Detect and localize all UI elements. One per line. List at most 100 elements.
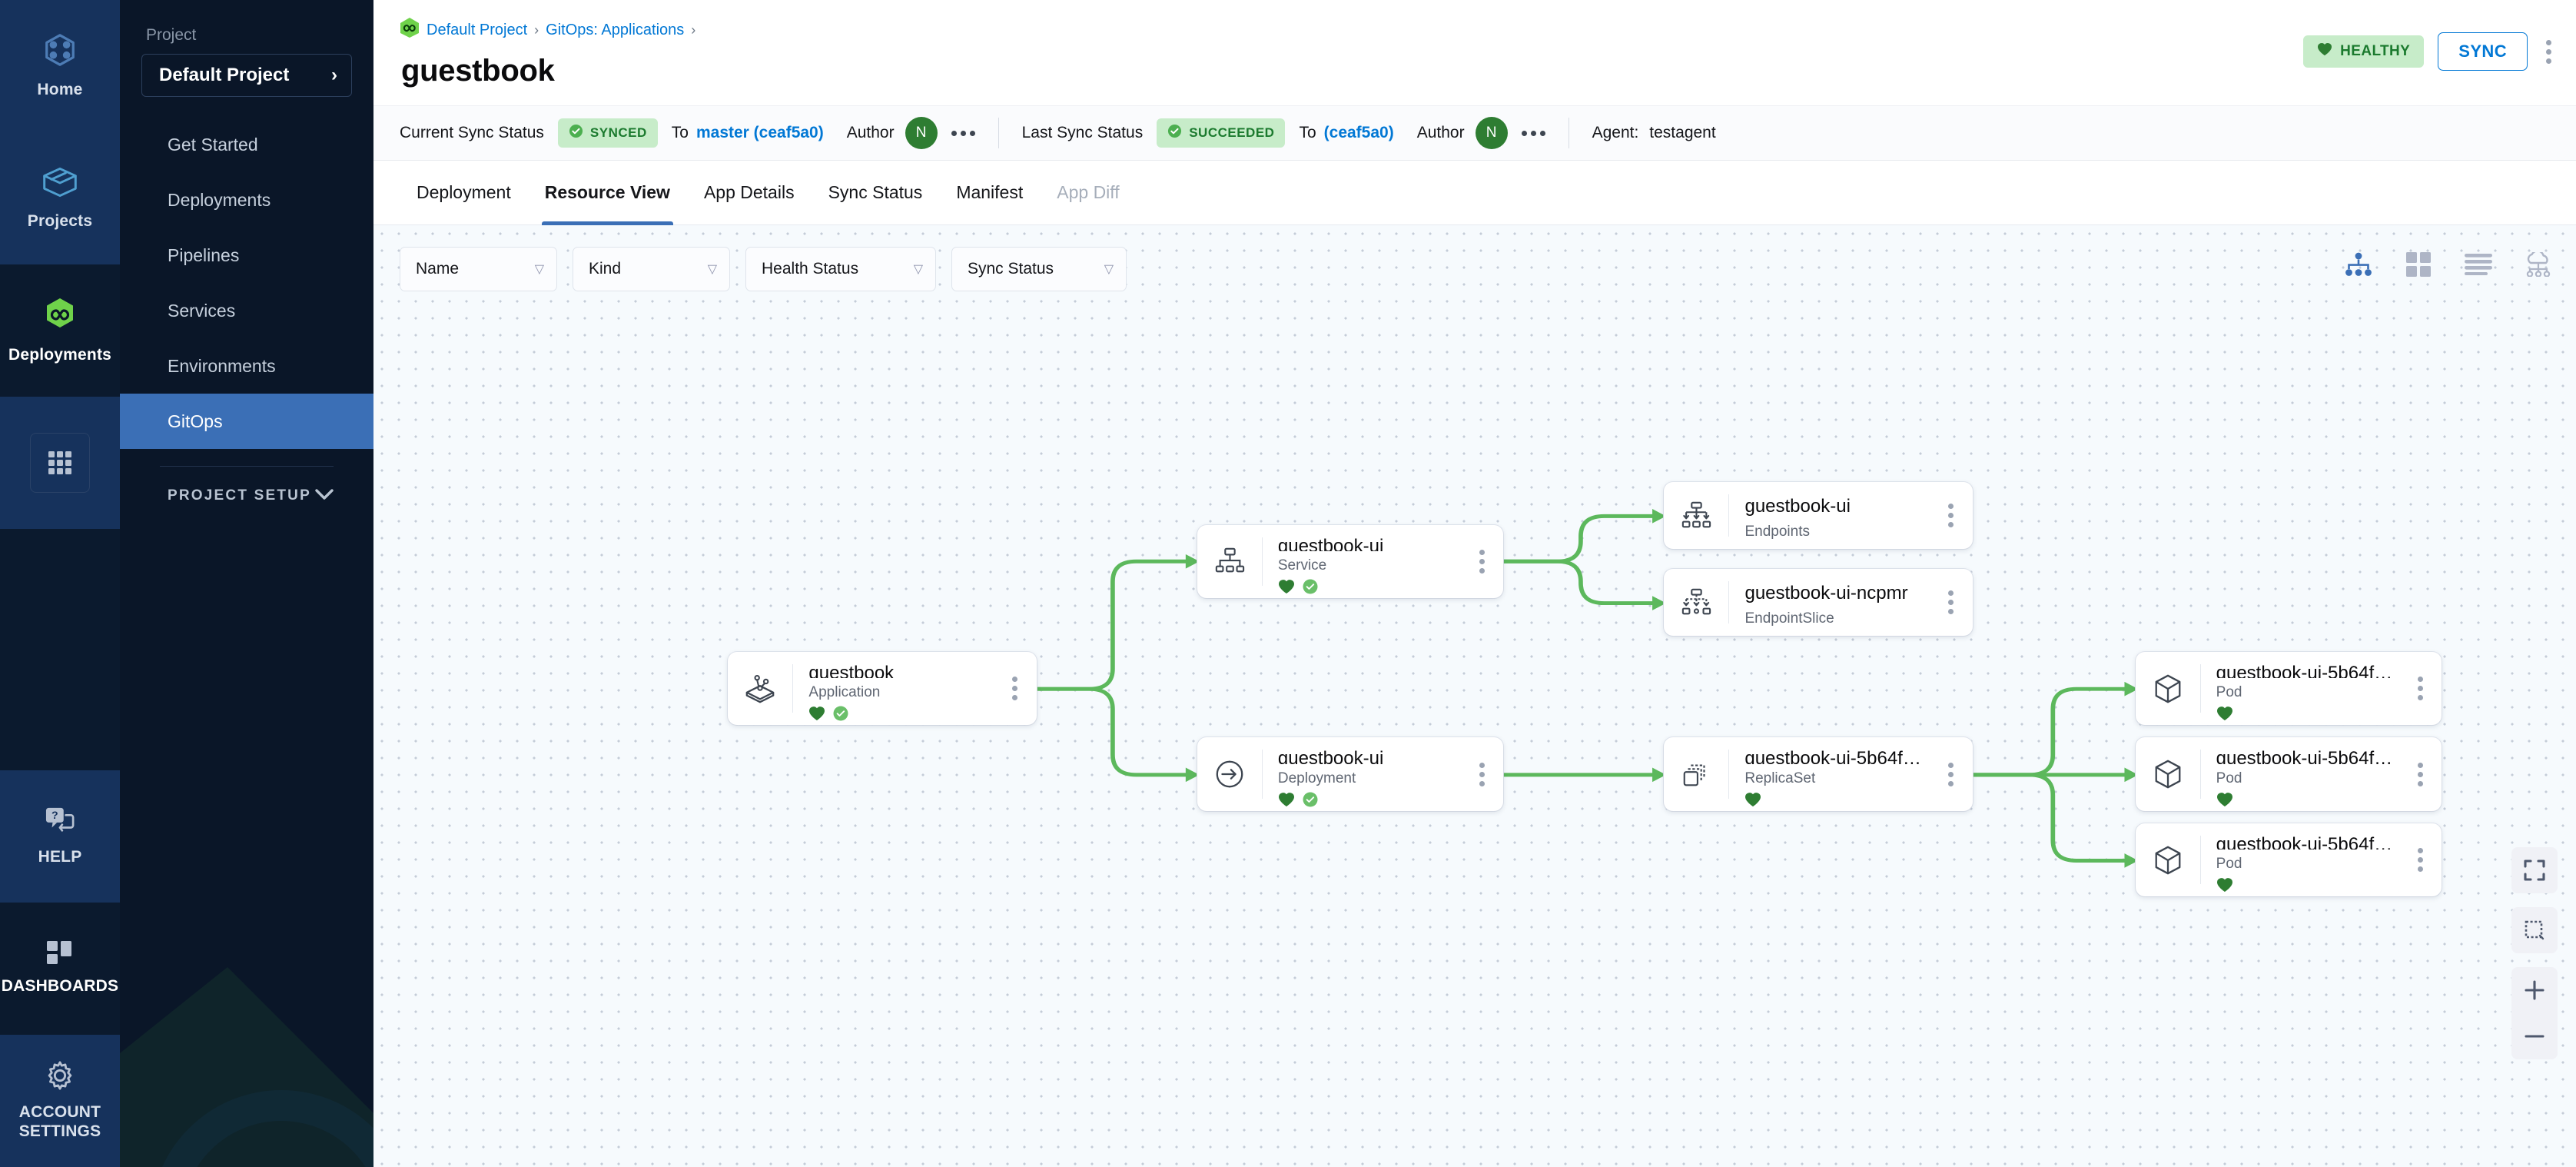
tab-sync-status[interactable]: Sync Status (812, 161, 940, 225)
project-selector[interactable]: Default Project › (141, 54, 352, 97)
service-icon (1197, 525, 1262, 599)
node-status-group (1278, 792, 1460, 811)
node-kind: Endpoints (1744, 524, 1810, 540)
agent-value: testagent (1649, 124, 1716, 141)
graph-node-replicaset[interactable]: guestbook-ui-5b64f69597 ReplicaSet (1664, 737, 1973, 811)
heart-icon (1278, 579, 1295, 598)
marquee-select-icon[interactable] (2511, 907, 2558, 953)
node-more-options-icon[interactable] (2398, 652, 2442, 726)
resource-graph-canvas[interactable]: Name ▽ Kind ▽ Health Status ▽ Sync Statu… (373, 225, 2576, 1167)
sidebar-item-environments[interactable]: Environments (120, 338, 373, 394)
node-body: guestbook-ui Service (1263, 525, 1460, 599)
chevron-down-icon: ▽ (534, 263, 544, 276)
node-more-options-icon[interactable] (1460, 525, 1503, 599)
sync-button[interactable]: SYNC (2438, 32, 2528, 71)
sidebar-item-gitops[interactable]: GitOps (120, 394, 373, 449)
zoom-in-icon[interactable] (2511, 967, 2558, 1013)
header-more-options-icon[interactable] (2541, 35, 2556, 68)
sidebar-item-get-started[interactable]: Get Started (120, 117, 373, 172)
network-view-icon[interactable] (2521, 247, 2556, 282)
projects-icon (41, 165, 78, 203)
breadcrumb-item-1[interactable]: GitOps: Applications (546, 21, 685, 38)
heart-icon (2216, 792, 2233, 811)
filter-sync-status[interactable]: Sync Status ▽ (951, 247, 1127, 291)
rail-item-help[interactable]: ? HELP (0, 770, 120, 903)
node-more-options-icon[interactable] (2398, 737, 2442, 811)
check-circle-icon (569, 124, 583, 142)
filter-name[interactable]: Name ▽ (400, 247, 557, 291)
status-badge-health-label: HEALTHY (2340, 43, 2411, 59)
node-name: guestbook-ui-ncpmr (1744, 583, 1908, 604)
node-more-options-icon[interactable] (1930, 482, 1973, 549)
graph-node-deployment[interactable]: guestbook-ui Deployment (1197, 737, 1504, 811)
sync-bar-divider (998, 118, 999, 148)
current-sync-more-icon[interactable] (951, 130, 975, 136)
tab-resource-view[interactable]: Resource View (528, 161, 687, 225)
node-divider (1728, 581, 1730, 624)
tree-view-icon[interactable] (2341, 247, 2376, 282)
graph-node-application[interactable]: guestbook Application (728, 651, 1037, 726)
avatar[interactable]: N (1475, 117, 1508, 149)
heart-icon (2317, 42, 2332, 61)
graph-node-endpointslice[interactable]: guestbook-ui-ncpmr EndpointSlice (1664, 569, 1973, 637)
filter-sync-status-label: Sync Status (968, 260, 1054, 278)
node-more-options-icon[interactable] (1930, 737, 1973, 811)
node-more-options-icon[interactable] (1460, 737, 1503, 811)
last-sync-more-icon[interactable] (1521, 130, 1545, 136)
graph-node-pod-1[interactable]: guestbook-ui-5b64f6959… Pod (2135, 651, 2442, 726)
tab-deployment[interactable]: Deployment (400, 161, 528, 225)
node-status-group (1278, 579, 1460, 598)
list-view-icon[interactable] (2461, 247, 2496, 282)
breadcrumb-separator: › (534, 22, 539, 38)
graph-node-endpoints[interactable]: guestbook-ui Endpoints (1664, 482, 1973, 550)
tab-manifest[interactable]: Manifest (939, 161, 1040, 225)
rail-label-home: Home (37, 81, 83, 99)
breadcrumb-item-0[interactable]: Default Project (427, 21, 528, 38)
module-rail: Home Projects Deployments (0, 0, 120, 1167)
application-icon (728, 652, 792, 726)
graph-node-pod-2[interactable]: guestbook-ui-5b64f6959… Pod (2135, 737, 2442, 811)
node-kind: Deployment (1277, 770, 1356, 786)
last-sync-target-link[interactable]: (ceaf5a0) (1323, 124, 1394, 141)
node-status-group (2216, 792, 2399, 811)
status-badge-health: HEALTHY (2303, 35, 2425, 68)
current-sync-target-link[interactable]: master (ceaf5a0) (695, 124, 824, 141)
node-kind: Pod (2216, 684, 2242, 701)
gear-icon (45, 1061, 75, 1094)
node-body: guestbook-ui Deployment (1263, 737, 1460, 811)
node-more-options-icon[interactable] (2398, 823, 2442, 897)
zoom-out-icon[interactable] (2511, 1013, 2558, 1059)
sidebar-divider (160, 466, 334, 467)
modules-grid-icon[interactable] (30, 433, 90, 493)
agent-label: Agent: (1592, 124, 1639, 141)
heart-icon (808, 706, 825, 725)
chevron-right-icon: › (331, 65, 337, 85)
rail-item-projects[interactable]: Projects (0, 132, 120, 264)
fit-screen-icon[interactable] (2511, 847, 2558, 893)
home-icon (42, 32, 78, 71)
node-more-options-icon[interactable] (994, 652, 1037, 726)
sidebar-item-label: Environments (168, 355, 276, 376)
rail-item-modules[interactable] (0, 397, 120, 529)
sidebar-item-pipelines[interactable]: Pipelines (120, 228, 373, 283)
filter-kind[interactable]: Kind ▽ (573, 247, 730, 291)
node-more-options-icon[interactable] (1930, 569, 1973, 636)
breadcrumb-separator: › (691, 22, 696, 38)
graph-node-pod-3[interactable]: guestbook-ui-5b64f6959… Pod (2135, 823, 2442, 897)
node-status-group (2216, 706, 2399, 725)
graph-node-service[interactable]: guestbook-ui Service (1197, 524, 1504, 599)
avatar[interactable]: N (905, 117, 938, 149)
node-body: guestbook-ui-5b64f6959… Pod (2201, 652, 2399, 726)
endpointslice-icon (1664, 569, 1728, 636)
rail-item-home[interactable]: Home (0, 0, 120, 132)
grid-view-icon[interactable] (2401, 247, 2436, 282)
tab-app-details[interactable]: App Details (687, 161, 812, 225)
sidebar-item-deployments[interactable]: Deployments (120, 172, 373, 228)
sidebar-project-setup[interactable]: PROJECT SETUP (120, 467, 373, 525)
filter-health-status[interactable]: Health Status ▽ (745, 247, 936, 291)
rail-item-dashboards[interactable]: DASHBOARDS (0, 903, 120, 1035)
rail-item-account-settings[interactable]: ACCOUNT SETTINGS (0, 1035, 120, 1167)
node-kind: EndpointSlice (1744, 610, 1834, 627)
rail-item-deployments[interactable]: Deployments (0, 264, 120, 397)
sidebar-item-services[interactable]: Services (120, 283, 373, 338)
